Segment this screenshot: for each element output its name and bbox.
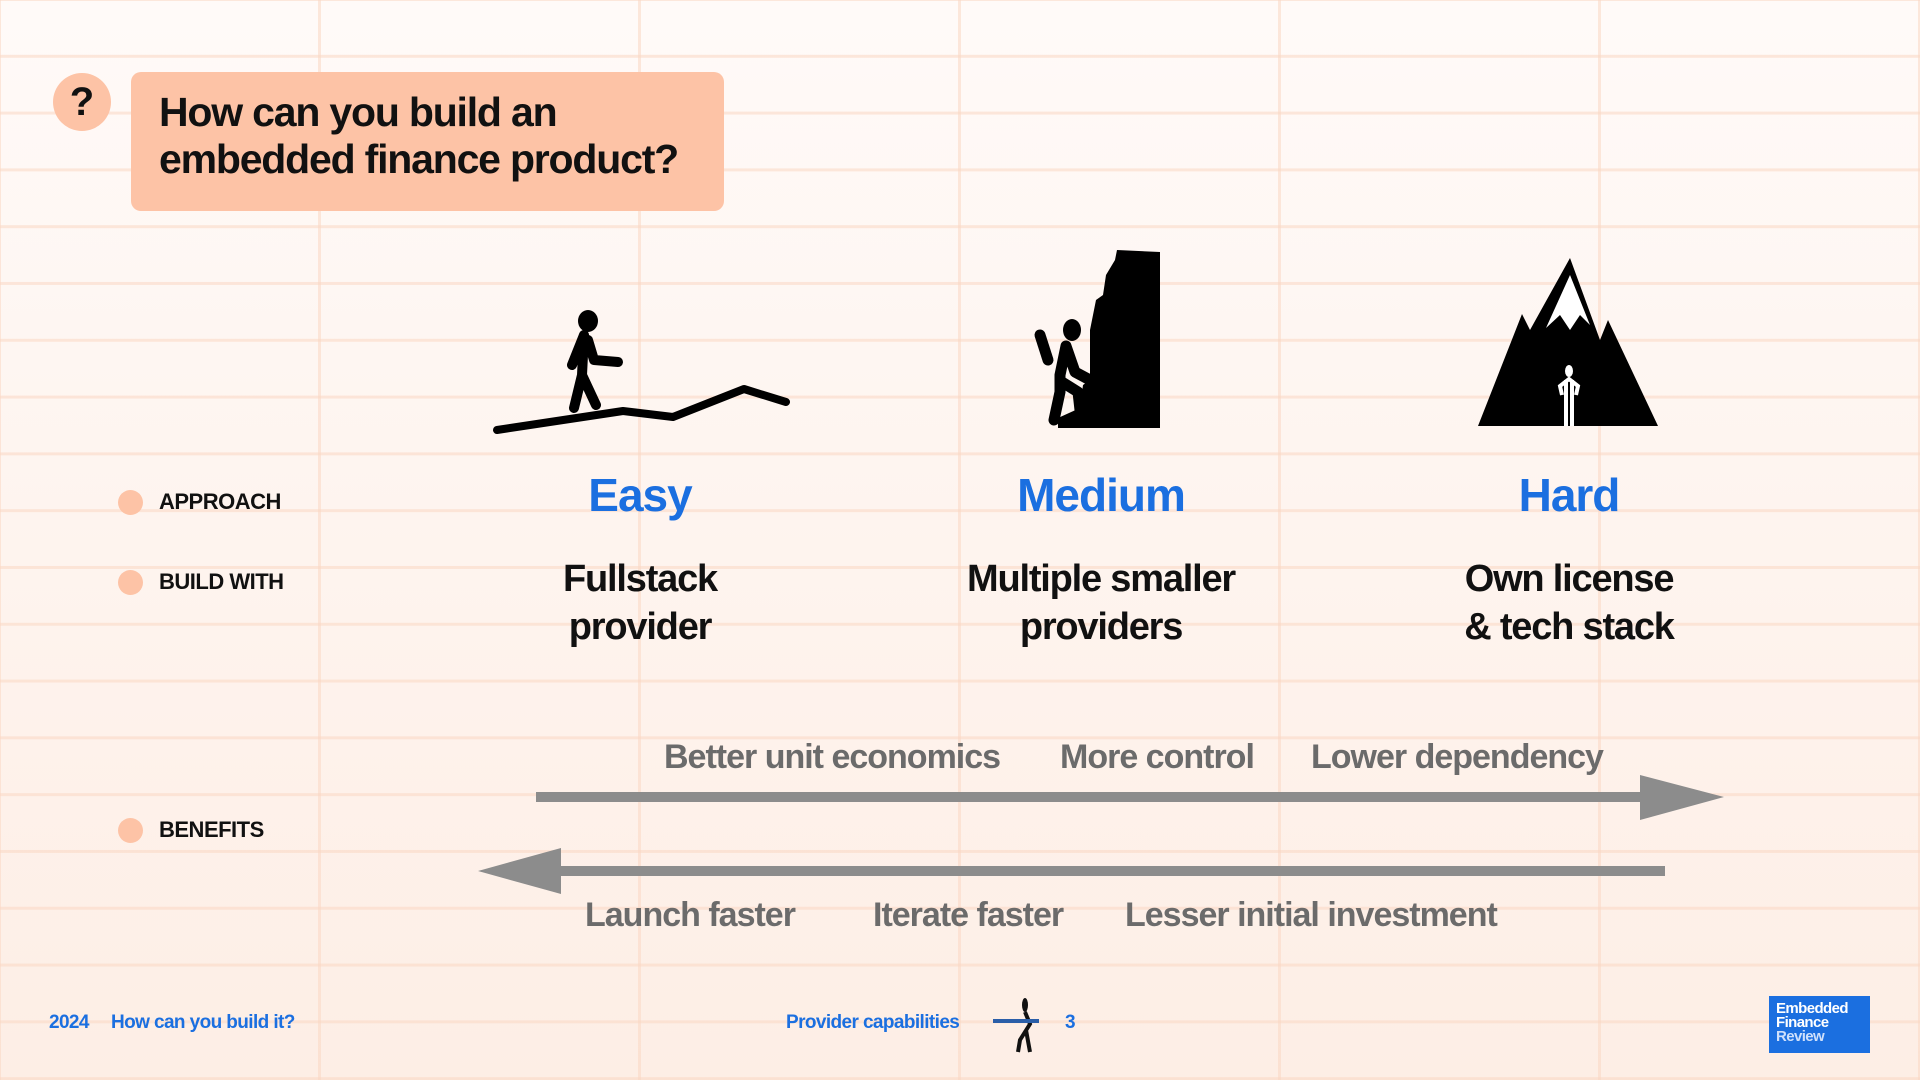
row-label-text: BUILD WITH [159, 569, 284, 594]
benefit-lower-dependency: Lower dependency [1311, 738, 1604, 776]
logo-line: Embedded [1776, 1000, 1848, 1017]
bullet-dot [118, 817, 143, 843]
build-line: Own license [1464, 558, 1675, 600]
title-line-1: How can you build an [159, 89, 558, 135]
benefit-iterate-faster: Iterate faster [873, 896, 1064, 934]
row-label-approach: APPROACH [118, 489, 281, 515]
approach-hard: Hard [1518, 469, 1621, 521]
build-line: providers [1019, 606, 1184, 648]
footer-year: 2024 [49, 1012, 89, 1033]
build-line: Multiple smaller [967, 558, 1236, 600]
row-label-text: BENEFITS [159, 817, 264, 842]
bullet-dot [118, 489, 143, 515]
approach-medium: Medium [1017, 469, 1186, 521]
question-icon: ? [53, 73, 111, 131]
build-line: provider [568, 606, 713, 648]
approach-easy: Easy [588, 469, 692, 521]
brand-logo: Embedded Finance Review [1769, 996, 1870, 1053]
arrow-left [478, 848, 1665, 894]
footer-topic: Provider capabilities [786, 1012, 960, 1033]
page-title: How can you build an embedded finance pr… [131, 72, 724, 211]
benefit-unit-economics: Better unit economics [664, 738, 1001, 776]
footer-section: How can you build it? [111, 1012, 295, 1033]
mountain-icon [1478, 258, 1658, 426]
build-with-easy: Fullstack provider [420, 555, 860, 651]
build-with-medium: Multiple smaller providers [881, 555, 1321, 651]
title-line-2: embedded finance product? [159, 136, 679, 182]
logo-line: Review [1776, 1028, 1825, 1045]
logo-line: Finance [1776, 1014, 1829, 1031]
build-line: & tech stack [1464, 606, 1675, 648]
row-label-build-with: BUILD WITH [118, 569, 284, 595]
hiker-walking-icon [493, 310, 790, 434]
benefit-more-control: More control [1060, 738, 1255, 776]
footer-figure-icon [993, 998, 1039, 1053]
row-label-benefits: BENEFITS [118, 817, 264, 843]
bullet-dot [118, 569, 143, 595]
page-number: 3 [1065, 1012, 1076, 1033]
row-label-text: APPROACH [159, 489, 281, 514]
arrow-right [536, 775, 1724, 820]
build-with-hard: Own license & tech stack [1349, 555, 1789, 651]
climber-icon [1034, 250, 1160, 428]
benefit-launch-faster: Launch faster [585, 896, 796, 934]
build-line: Fullstack [563, 558, 718, 600]
benefit-lesser-investment: Lesser initial investment [1125, 896, 1498, 934]
